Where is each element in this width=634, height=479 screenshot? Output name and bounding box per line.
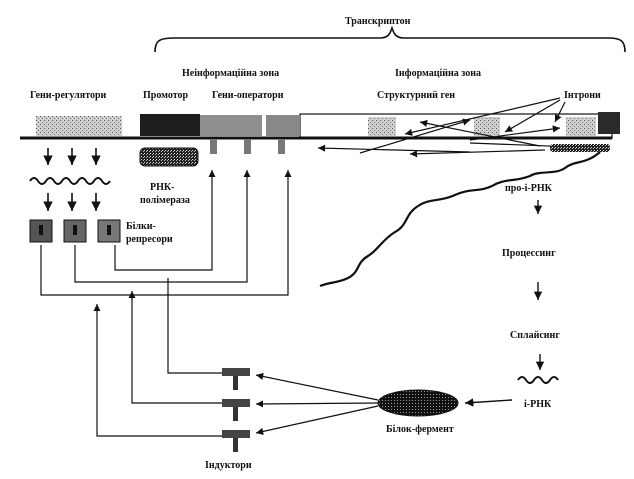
enzyme-protein [377,389,459,417]
repressor-protein-1 [29,219,53,243]
noninfo-zone-label: Неінформаційна зона [182,68,279,79]
inducer-molecule-1 [222,368,250,390]
rna-polymerase-on-dna [550,144,610,152]
exon-segment-2 [474,117,500,136]
operator-site-2 [244,139,251,154]
repressor-protein-2 [63,219,87,243]
transcripton-frame [299,113,613,139]
splice-arrow-4 [419,119,541,147]
intron-arrow-3 [554,101,566,123]
inducers-label: Індуктори [205,460,252,471]
repressor-line-1 [40,170,292,296]
enzyme-arrow-3 [255,405,379,435]
promoter-label: Промотор [143,90,188,101]
transcripton-brace [154,25,626,53]
repressor-line-2 [74,170,251,283]
intron-segment-dark [598,112,620,134]
rna-polymerase-label-2: полімераза [140,195,190,206]
splice-arrow-1 [359,118,471,154]
operator-block-2 [266,115,300,136]
processing-label: Процессинг [502,248,556,259]
intron-arrow-2 [504,99,561,133]
splice-arrow-2 [317,144,471,153]
rna-polymerase-free [139,147,199,167]
enzyme-arrow-1 [255,372,379,401]
rna-polymerase-label-1: РНК- [150,182,174,193]
inducer-line-2 [131,295,222,404]
inducer-line-3 [93,304,222,437]
mrna-to-enzyme-arrow [464,398,513,407]
promoter-block [140,114,200,136]
operator-block-1 [200,115,262,136]
enzyme-protein-label: Білок-фермент [386,424,454,435]
exon-segment-1 [368,117,396,136]
mrna-label: і-РНК [524,399,552,410]
repressor-proteins-label-1: Білки- [126,221,156,232]
regulator-genes-label: Гени-регулятори [30,90,107,101]
regulator-mrna-wave [29,177,111,185]
enzyme-arrow-2 [255,400,379,408]
inducer-line-1 [167,278,222,374]
operator-site-1 [210,139,217,154]
repressor-protein-3 [97,219,121,243]
pro-mrna-strand [319,151,601,288]
repressor-proteins-label-2: репресори [126,234,173,245]
structural-gene-label: Структурний ген [377,90,455,101]
introns-label: Інтрони [564,90,601,101]
splice-arrow-5 [469,125,561,141]
pro-mrna-label: про-і-РНК [505,183,553,194]
mature-mrna-wave [517,376,559,384]
intron-arrow-1 [404,97,561,136]
repressor-line-3 [114,170,216,271]
operator-site-3 [278,139,285,154]
inducer-molecule-3 [222,430,250,452]
exon-segment-3 [566,117,596,136]
inducer-molecule-2 [222,399,250,421]
regulator-gene-block [36,116,122,136]
operator-genes-label: Гени-оператори [212,90,284,101]
splicing-label: Сплайсинг [510,330,560,341]
info-zone-label: Інформаційна зона [395,68,481,79]
transcripton-label: Транскриптон [345,16,411,27]
splice-arrow-3 [409,149,546,158]
